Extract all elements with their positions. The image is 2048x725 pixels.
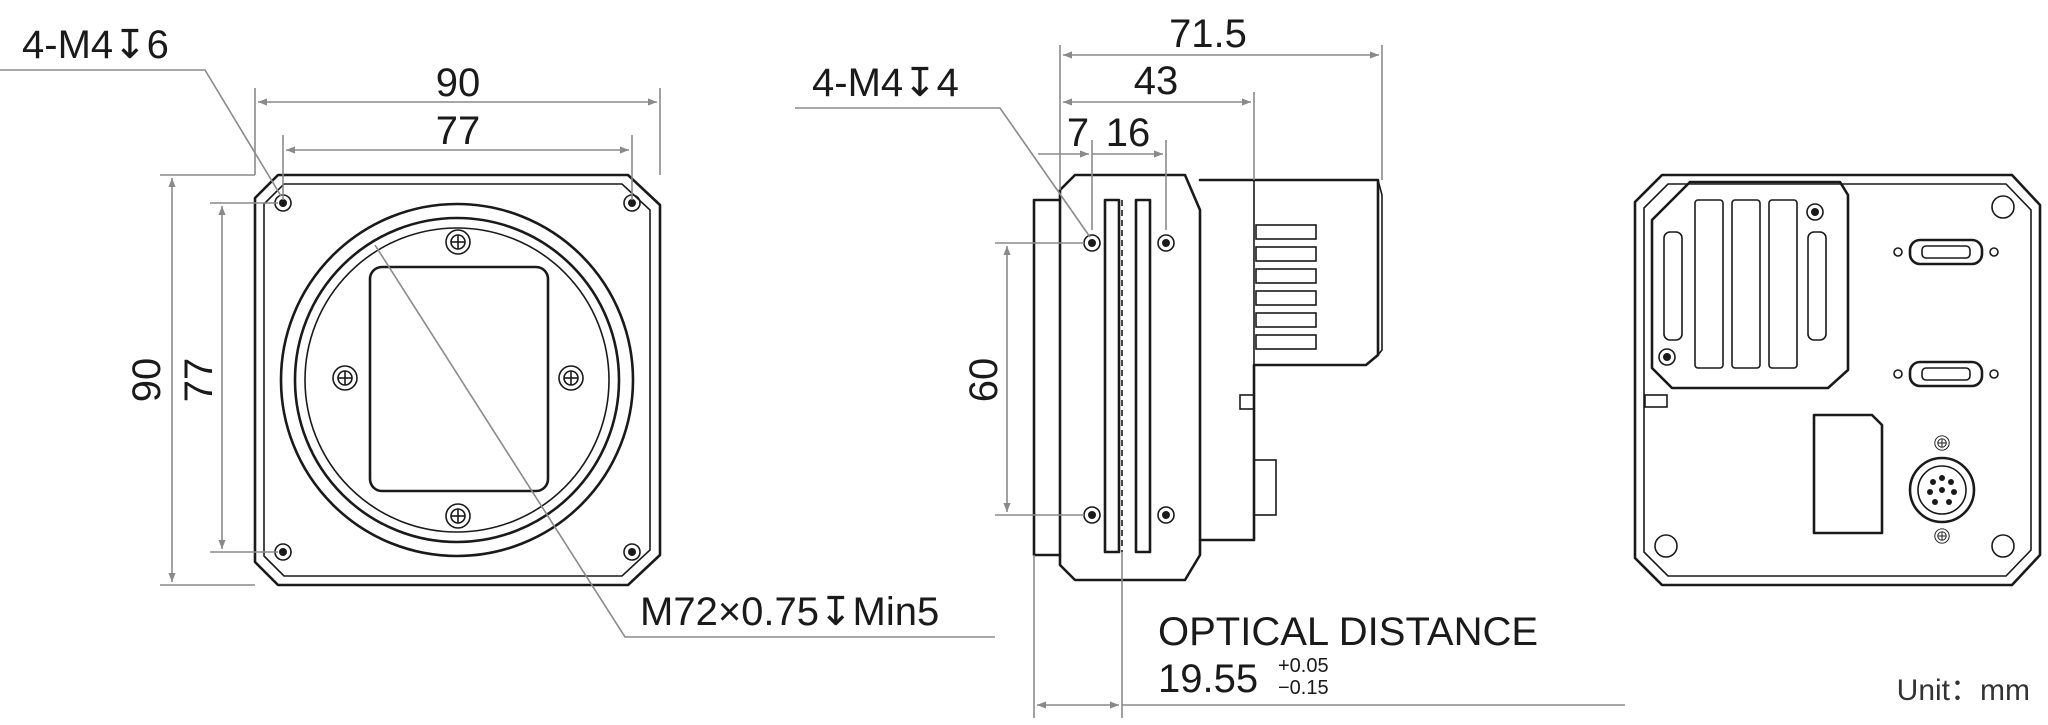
heatsink-slot-2 <box>1731 199 1761 369</box>
lens-mount-face <box>304 227 610 533</box>
rear-body-inner-outline <box>1643 183 2032 577</box>
sensor-plate-1 <box>1103 198 1121 554</box>
dim-body-length: 43 <box>1134 59 1179 103</box>
side-thread-callout: 4-M4↧4 <box>812 61 959 105</box>
rear-label-plate <box>1812 413 1884 535</box>
heatsink-slot-1 <box>1694 199 1724 369</box>
optical-tolerance-upper: +0.05 <box>1278 655 1329 677</box>
rear-view <box>1633 173 2042 587</box>
side-front-body <box>1058 173 1202 582</box>
side-vent-6 <box>1255 334 1317 350</box>
lens-mount-inner-ring <box>293 216 621 544</box>
side-vent-3 <box>1255 268 1317 284</box>
mount-callout-leader <box>374 244 995 638</box>
front-thread-callout: 4-M4↧6 <box>22 23 169 67</box>
rear-heatsink-frame <box>1650 180 1850 390</box>
sensor-plate-2 <box>1134 198 1152 554</box>
front-body-outline <box>253 173 662 587</box>
side-rear-cap <box>1377 179 1383 356</box>
side-thread-hole-bl <box>1083 506 1101 524</box>
dim-outer-width: 90 <box>436 61 481 105</box>
rear-hole-tr <box>1991 195 2015 219</box>
side-thread-hole-br <box>1157 506 1175 524</box>
sensor-window <box>368 265 550 493</box>
rear-hole-bl-inner <box>1658 348 1676 366</box>
mount-screw-top <box>445 229 471 255</box>
front-view: 90 77 90 77 4-M4↧6 M72×0.75↧Min5 <box>0 23 995 638</box>
side-thread-leader <box>795 107 1091 238</box>
side-vent-1 <box>1255 224 1317 240</box>
dim-total-length: 71.5 <box>1169 12 1247 56</box>
rear-hole-bl <box>1654 534 1678 558</box>
optical-distance-value: 19.55 <box>1158 657 1258 701</box>
rear-power-connector <box>1908 435 1976 544</box>
side-thread-hole-tl <box>1083 234 1101 252</box>
front-body-inner-outline <box>263 183 651 577</box>
side-connector <box>1253 459 1277 516</box>
side-vent-4 <box>1255 290 1317 306</box>
front-thread-leader <box>0 69 282 197</box>
side-view: 71.5 43 7 16 60 4-M4↧4 OPTICAL DISTANCE … <box>795 12 1625 718</box>
rear-hole-tr-inner <box>1806 203 1824 221</box>
optical-tolerance-lower: −0.15 <box>1278 677 1329 699</box>
lens-flange <box>1032 198 1062 557</box>
dim-outer-height: 90 <box>125 358 169 403</box>
heatsink-side-slot-left <box>1663 231 1683 341</box>
rear-hole-br <box>1991 534 2015 558</box>
side-rear-body <box>1198 178 1380 542</box>
dim-a: 7 <box>1067 111 1089 155</box>
dim-hole-spacing: 60 <box>962 358 1006 403</box>
side-vent-2 <box>1255 246 1317 262</box>
dim-b: 16 <box>1106 111 1151 155</box>
side-thread-hole-tr <box>1157 234 1175 252</box>
rear-connector-top <box>1893 238 1999 266</box>
mount-callout: M72×0.75↧Min5 <box>640 590 939 634</box>
side-vent-5 <box>1255 312 1317 328</box>
heatsink-side-slot-right <box>1807 231 1827 341</box>
rear-body-outline <box>1633 173 2042 587</box>
unit-label: Unit：mm <box>1897 674 2030 707</box>
lens-mount-ring <box>279 202 635 558</box>
mount-screw-left <box>332 365 358 391</box>
heatsink-slot-3 <box>1768 199 1798 369</box>
mount-screw-bottom <box>445 503 471 529</box>
optical-distance-title: OPTICAL DISTANCE <box>1158 610 1538 654</box>
dim-inner-height: 77 <box>177 358 221 403</box>
dim-inner-width: 77 <box>436 109 481 153</box>
front-thread-hole-br <box>623 543 641 561</box>
mount-screw-right <box>558 365 584 391</box>
rear-connector-bottom <box>1893 360 1999 388</box>
